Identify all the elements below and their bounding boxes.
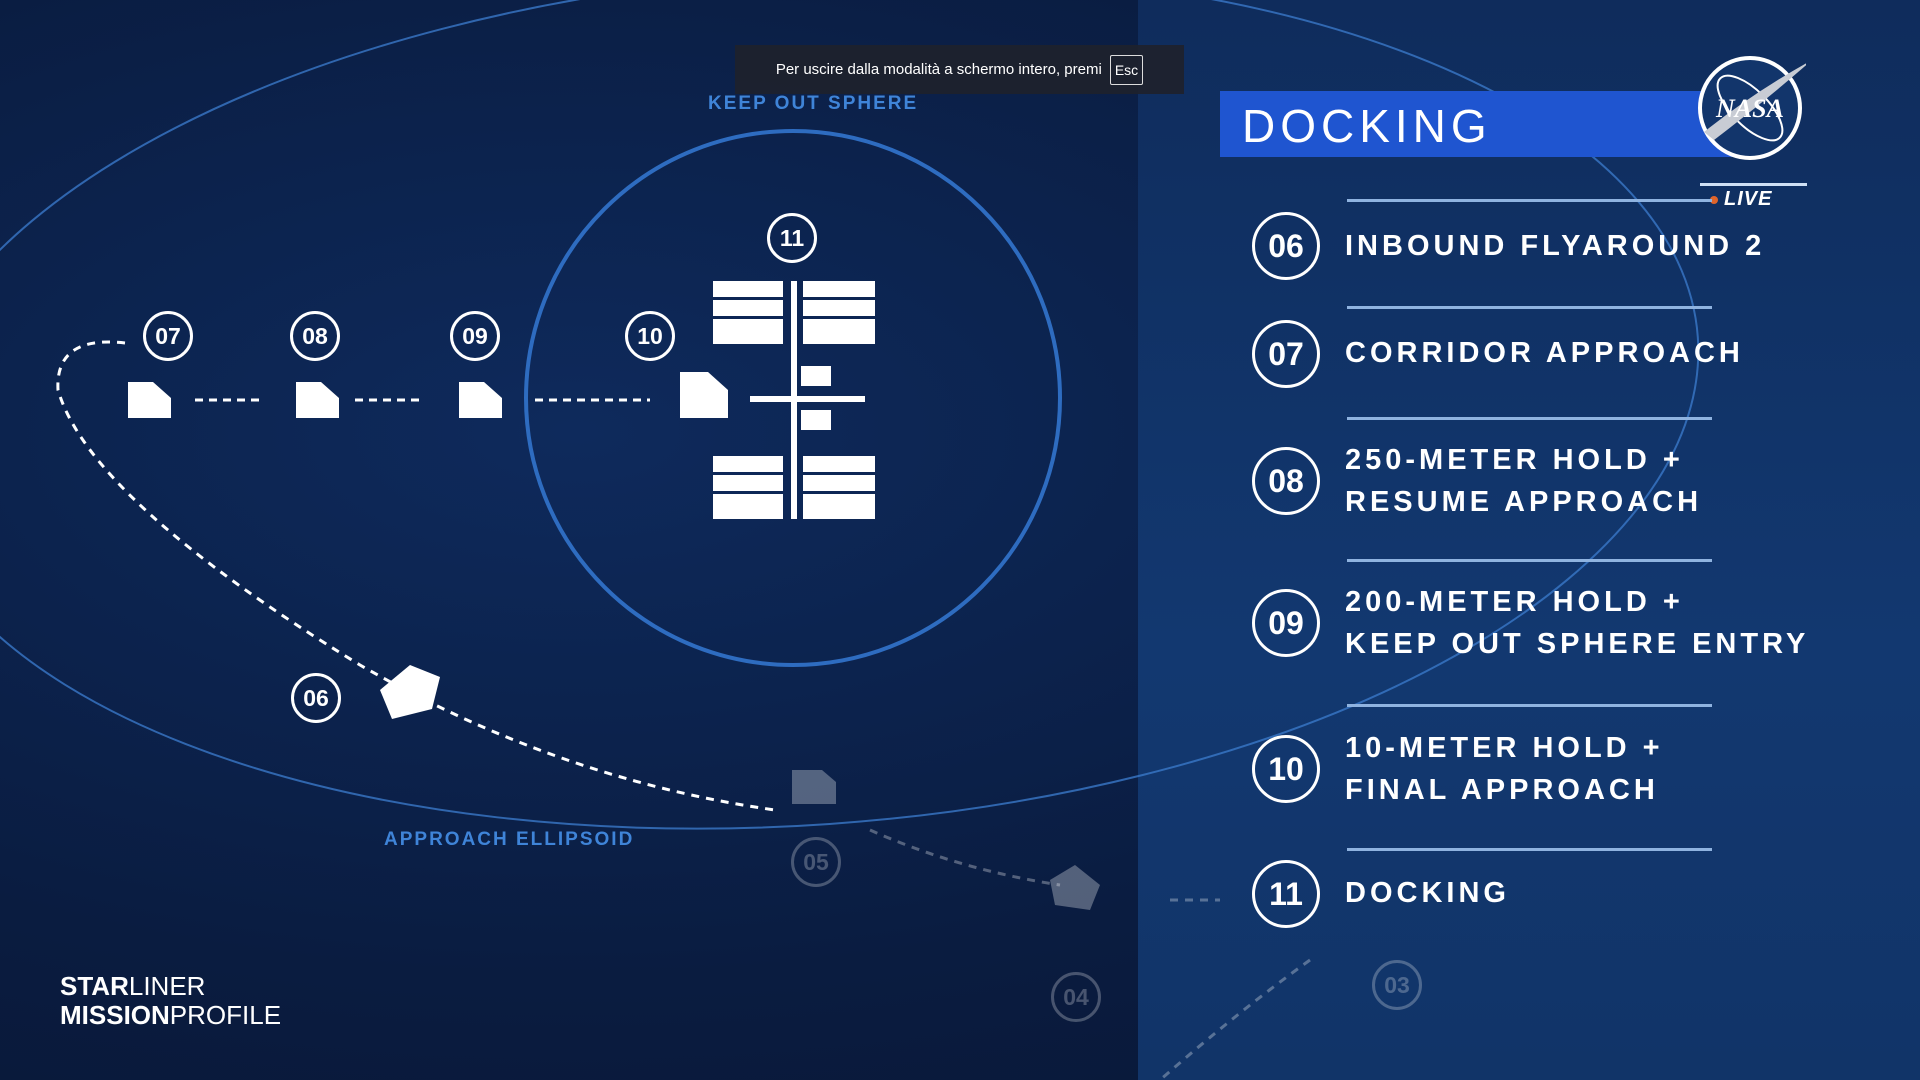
keep-out-sphere xyxy=(524,129,1062,667)
starliner-mission-profile-logo: STARLINER MISSIONPROFILE xyxy=(60,972,281,1030)
phase-title-bar: DOCKING xyxy=(1220,91,1739,157)
step-number-06: 06 xyxy=(1252,212,1320,280)
step-label: DOCKING xyxy=(1345,872,1510,914)
marker-03: 03 xyxy=(1372,960,1422,1010)
live-dot-icon xyxy=(1710,196,1718,204)
marker-10: 10 xyxy=(625,311,675,361)
step-line: FINAL APPROACH xyxy=(1345,774,1659,806)
starliner-icon-faded xyxy=(1050,865,1100,910)
step-label: CORRIDOR APPROACH xyxy=(1345,332,1744,374)
divider xyxy=(1347,704,1712,707)
flyaround-path-faded xyxy=(869,828,1311,1080)
step-number-07: 07 xyxy=(1252,320,1320,388)
step-label: 250-METER HOLD + RESUME APPROACH xyxy=(1345,439,1702,523)
divider xyxy=(1347,199,1712,202)
step-number-08: 08 xyxy=(1252,447,1320,515)
marker-07: 07 xyxy=(143,311,193,361)
flyaround-path xyxy=(56,340,776,812)
step-line: INBOUND FLYAROUND 2 xyxy=(1345,230,1766,262)
logo-text: STAR xyxy=(60,971,129,1001)
step-number-10: 10 xyxy=(1252,735,1320,803)
logo-text: LINER xyxy=(128,971,206,1001)
fullscreen-notice-text: Per uscire dalla modalità a schermo inte… xyxy=(775,61,1102,78)
step-label: INBOUND FLYAROUND 2 xyxy=(1345,225,1765,267)
step-label: 200-METER HOLD + KEEP OUT SPHERE ENTRY xyxy=(1345,581,1809,665)
step-line: DOCKING xyxy=(1345,877,1510,909)
starliner-icon xyxy=(680,372,728,418)
nasa-logo-icon: NASA xyxy=(1698,56,1806,160)
step-line: 200-METER HOLD + xyxy=(1345,586,1684,618)
marker-05: 05 xyxy=(791,837,841,887)
starliner-icon xyxy=(296,382,339,418)
starliner-icon xyxy=(128,382,171,418)
step-line: CORRIDOR APPROACH xyxy=(1345,337,1744,369)
step-number-09: 09 xyxy=(1252,589,1320,657)
marker-09: 09 xyxy=(450,311,500,361)
approach-ellipsoid-label: APPROACH ELLIPSOID xyxy=(384,829,635,850)
approach-ellipsoid xyxy=(0,0,1700,830)
phase-title: DOCKING xyxy=(1242,100,1492,152)
step-line: 10-METER HOLD + xyxy=(1345,732,1664,764)
step-line: 250-METER HOLD + xyxy=(1345,444,1684,476)
iss-station-icon xyxy=(713,281,875,519)
step-line: RESUME APPROACH xyxy=(1345,486,1703,518)
step-number-11: 11 xyxy=(1252,860,1320,928)
starliner-icon xyxy=(459,382,502,418)
starliner-icon-flyaround xyxy=(380,665,440,719)
divider xyxy=(1347,848,1712,851)
marker-08: 08 xyxy=(290,311,340,361)
starliner-icon-faded xyxy=(792,770,836,804)
keep-out-sphere-label: KEEP OUT SPHERE xyxy=(708,93,919,114)
nasa-logo-text: NASA xyxy=(1715,94,1784,123)
esc-key[interactable]: Esc xyxy=(1109,54,1144,85)
live-badge: LIVE xyxy=(1724,188,1773,210)
marker-11: 11 xyxy=(767,213,817,263)
logo-text: MISSION xyxy=(60,1000,170,1030)
step-line: KEEP OUT SPHERE ENTRY xyxy=(1345,628,1810,660)
step-label: 10-METER HOLD + FINAL APPROACH xyxy=(1345,727,1664,811)
divider xyxy=(1347,306,1712,309)
marker-04: 04 xyxy=(1051,972,1101,1022)
marker-06: 06 xyxy=(291,673,341,723)
live-divider xyxy=(1700,183,1807,186)
fullscreen-exit-notice: Per uscire dalla modalità a schermo inte… xyxy=(735,45,1184,94)
divider xyxy=(1347,417,1712,420)
divider xyxy=(1347,559,1712,562)
logo-text: PROFILE xyxy=(169,1000,282,1030)
